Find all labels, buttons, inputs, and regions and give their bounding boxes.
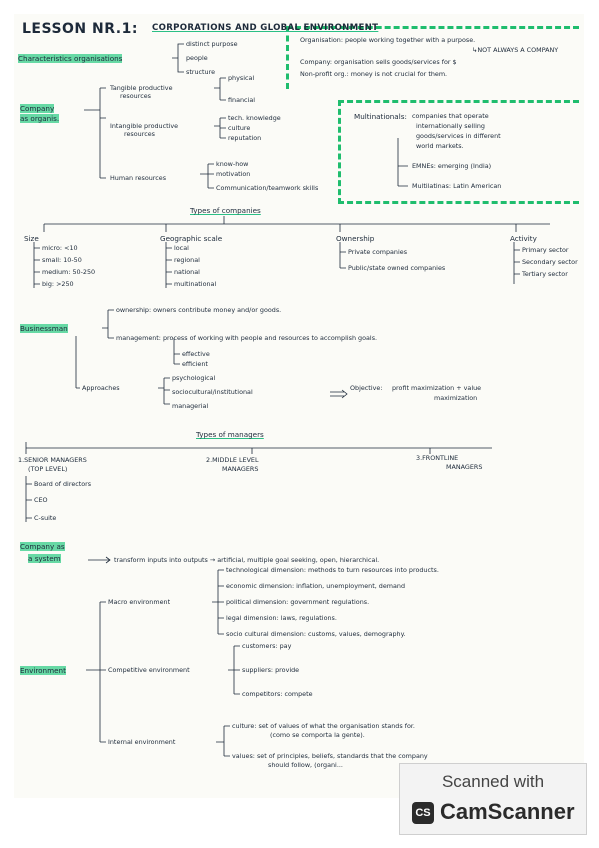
businessman-label: Businessman xyxy=(20,324,68,333)
tangible-item: financial xyxy=(228,96,256,104)
management-definition: management: process of working with peop… xyxy=(116,334,378,342)
human-item: know-how xyxy=(216,160,249,168)
definitions-dashed-box xyxy=(286,26,579,89)
definition-nonprofit: Non-profit org.: money is not crucial fo… xyxy=(300,70,448,78)
competitive-item: competitors: compete xyxy=(242,690,313,698)
objective-label: Objective: xyxy=(350,384,383,392)
macro-item: political dimension: government regulati… xyxy=(226,598,370,606)
activity-label: Activity xyxy=(510,234,537,243)
connector-lines xyxy=(25,43,550,757)
management-item: effective xyxy=(182,350,210,358)
intangible-label-2: resources xyxy=(124,130,155,138)
definition-company: Company: organisation sells goods/servic… xyxy=(300,58,457,66)
ownership-item: Public/state owned companies xyxy=(348,264,446,272)
values-definition-2: should follow, (organi... xyxy=(268,761,343,769)
human-resources-label: Human resources xyxy=(110,174,167,182)
company-as-system-text: transform inputs into outputs → artifici… xyxy=(114,556,380,564)
activity-item: Primary sector xyxy=(522,246,569,254)
company-as-system-label: Company as xyxy=(20,542,65,551)
approach-item: managerial xyxy=(172,402,209,410)
watermark-caption: Scanned with xyxy=(441,772,545,791)
human-item: motivation xyxy=(216,170,251,178)
frontline-managers-label: 3.FRONTLINE xyxy=(416,454,459,462)
characteristic-item: people xyxy=(186,54,208,62)
internal-environment-label: Internal environment xyxy=(108,738,176,746)
lesson-number-title: LESSON NR.1: xyxy=(22,21,138,37)
activity-item: Tertiary sector xyxy=(522,270,568,278)
camscanner-brand: CamScanner xyxy=(440,799,575,824)
definition-organisation: Organisation: people working together wi… xyxy=(300,36,476,44)
macro-item: legal dimension: laws, regulations. xyxy=(226,614,337,622)
frontline-managers-label-2: MANAGERS xyxy=(446,463,483,471)
geographic-item: local xyxy=(174,244,189,252)
geographic-item: regional xyxy=(174,256,200,264)
approach-item: sociocultural/institutional xyxy=(172,388,253,396)
ownership-definition: ownership: owners contribute money and/o… xyxy=(116,306,282,314)
types-of-managers-heading: Types of managers xyxy=(196,430,264,439)
multinationals-label: Multinationals: xyxy=(354,112,407,121)
company-label: Company xyxy=(20,104,55,113)
competitive-item: customers: pay xyxy=(242,642,292,650)
size-item: small: 10-50 xyxy=(42,256,82,264)
senior-managers-level: (TOP LEVEL) xyxy=(28,465,68,473)
macro-item: economic dimension: inflation, unemploym… xyxy=(226,582,406,590)
values-definition: values: set of principles, beliefs, stan… xyxy=(232,752,428,760)
multilatinas-item: Multilatinas: Latin American xyxy=(412,182,502,190)
objective-text: profit maximization + value xyxy=(392,384,482,392)
characteristic-item: distinct purpose xyxy=(186,40,238,48)
tangible-item: physical xyxy=(228,74,255,82)
environment-label: Environment xyxy=(20,666,66,675)
size-item: big: >250 xyxy=(42,280,74,288)
senior-item: CEO xyxy=(34,496,48,504)
multinationals-line: internationally selling xyxy=(416,122,485,130)
senior-item: Board of directors xyxy=(34,480,92,488)
multinationals-line: world markets. xyxy=(416,142,464,150)
size-item: micro: <10 xyxy=(42,244,78,252)
management-item: efficient xyxy=(182,360,208,368)
geographic-label: Geographic scale xyxy=(160,234,223,243)
camscanner-logo-icon: CS xyxy=(412,802,434,824)
company-label-2: as organis. xyxy=(20,114,60,123)
activity-item: Secondary sector xyxy=(522,258,578,266)
senior-managers-label: 1.SENIOR MANAGERS xyxy=(18,456,87,464)
emnes-item: EMNEs: emerging (India) xyxy=(412,162,492,170)
camscanner-watermark: Scanned with CS CamScanner xyxy=(399,763,587,835)
macro-item: socio cultural dimension: customs, value… xyxy=(226,630,406,638)
culture-definition: culture: set of values of what the organ… xyxy=(232,722,415,730)
approaches-label: Approaches xyxy=(82,384,120,392)
definition-note: ↳NOT ALWAYS A COMPANY xyxy=(472,46,559,54)
intangible-label: Intangible productive xyxy=(110,122,179,130)
company-as-system-label-2: a system xyxy=(28,554,61,563)
size-item: medium: 50-250 xyxy=(42,268,96,276)
geographic-item: national xyxy=(174,268,200,276)
ownership-label: Ownership xyxy=(336,234,375,243)
culture-definition-2: (como se comporta la gente). xyxy=(270,731,365,739)
characteristic-item: structure xyxy=(186,68,216,76)
macro-environment-label: Macro environment xyxy=(108,598,171,606)
approach-item: psychological xyxy=(172,374,216,382)
macro-item: technological dimension: methods to turn… xyxy=(226,566,439,574)
geographic-item: multinational xyxy=(174,280,217,288)
middle-managers-label: 2.MIDDLE LEVEL xyxy=(206,456,259,464)
ownership-item: Private companies xyxy=(348,248,408,256)
size-label: Size xyxy=(24,234,39,243)
senior-item: C-suite xyxy=(34,514,57,522)
competitive-item: suppliers: provide xyxy=(242,666,300,674)
middle-managers-label-2: MANAGERS xyxy=(222,465,259,473)
characteristics-label: Characteristics organisations xyxy=(18,54,123,63)
competitive-environment-label: Competitive environment xyxy=(108,666,190,674)
multinationals-dashed-box xyxy=(338,100,579,204)
notes-page: LESSON NR.1: CORPORATIONS AND GLOBAL ENV… xyxy=(14,14,584,798)
multinationals-line: goods/services in different xyxy=(416,132,501,140)
intangible-item: reputation xyxy=(228,134,262,142)
types-of-companies-heading: Types of companies xyxy=(190,206,261,215)
tangible-label-2: resources xyxy=(120,92,151,100)
objective-text-2: maximization xyxy=(434,394,478,402)
human-item: Communication/teamwork skills xyxy=(216,184,319,192)
intangible-item: tech. knowledge xyxy=(228,114,281,122)
tangible-label: Tangible productive xyxy=(110,84,173,92)
multinationals-line: companies that operate xyxy=(412,112,489,120)
intangible-item: culture xyxy=(228,124,251,132)
lesson-title: CORPORATIONS AND GLOBAL ENVIRONMENT xyxy=(152,23,379,33)
